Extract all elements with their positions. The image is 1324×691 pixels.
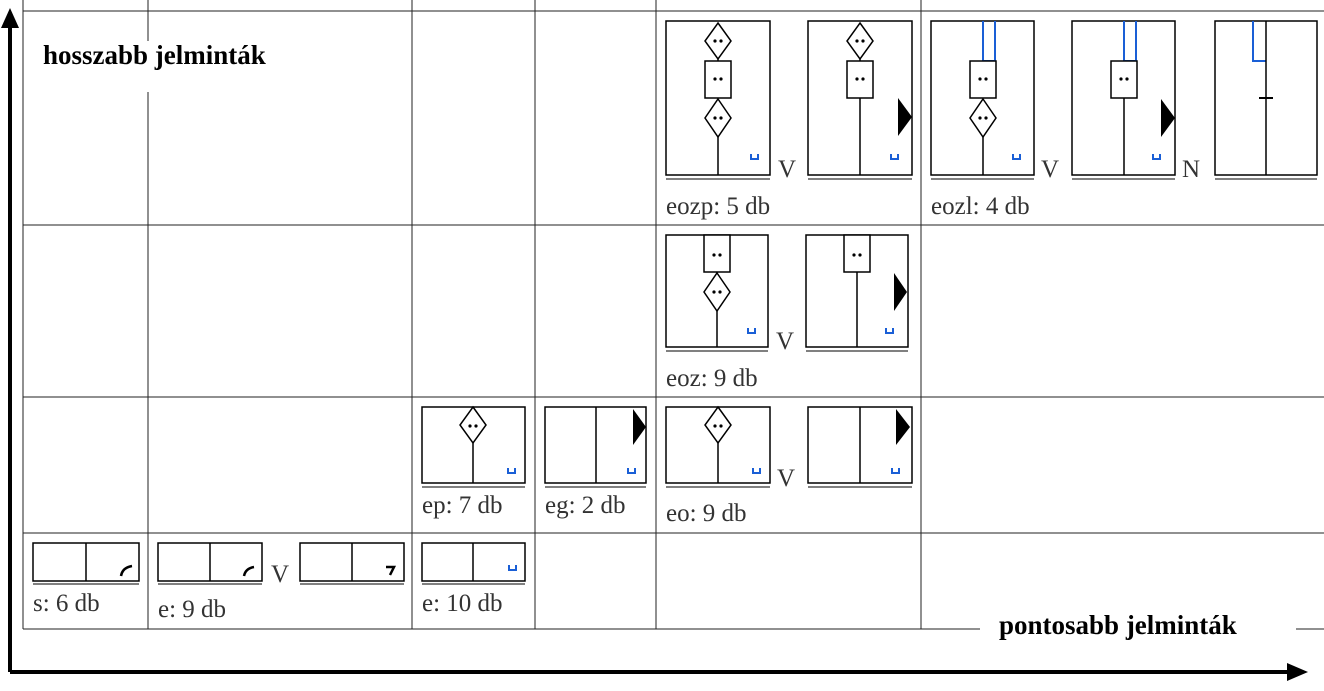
grid (22, 0, 1324, 630)
staff-eozp-b (807, 20, 913, 180)
staff-eoz-b (805, 234, 909, 352)
cell-label-ep: ep: 7 db (422, 492, 503, 519)
staff-e10 (421, 542, 526, 585)
or-connector: V (1041, 156, 1060, 183)
staff-ep (421, 405, 526, 488)
staff-eo-b (807, 406, 913, 488)
y-axis-label: hosszabb jelminták (37, 41, 272, 69)
staff-eozl-c (1214, 20, 1318, 180)
cell-label-e9: e: 9 db (158, 596, 227, 623)
cell-label-e10: e: 10 db (422, 590, 503, 617)
cell-label-s: s: 6 db (33, 590, 100, 617)
cell-label-eg: eg: 2 db (545, 492, 626, 519)
staff-e-b (299, 542, 405, 585)
or-connector: V (271, 561, 290, 588)
x-axis-arrow-icon (1287, 663, 1308, 681)
staff-eo-a (665, 405, 771, 488)
or-connector: V (777, 465, 796, 492)
staff-eozl-a (930, 20, 1035, 180)
cell-label-eozp: eozp: 5 db (666, 193, 771, 220)
staff-e-a (157, 542, 263, 585)
staff-s (32, 542, 140, 585)
cell-label-eoz: eoz: 9 db (666, 365, 758, 392)
or-connector: V (778, 156, 797, 183)
staff-eoz-a (665, 234, 769, 352)
y-axis-arrow-icon (1, 8, 19, 28)
staff-eg (544, 406, 647, 488)
cell-label-eo: eo: 9 db (666, 500, 747, 527)
staff-eozl-b (1071, 20, 1176, 180)
cell-label-eozl: eozl: 4 db (931, 193, 1030, 220)
axes (1, 8, 1308, 681)
or-connector: V (776, 328, 795, 355)
x-axis-label: pontosabb jelminták (993, 611, 1243, 639)
staff-eozp-a (665, 20, 771, 180)
not-connector: N (1182, 156, 1201, 183)
